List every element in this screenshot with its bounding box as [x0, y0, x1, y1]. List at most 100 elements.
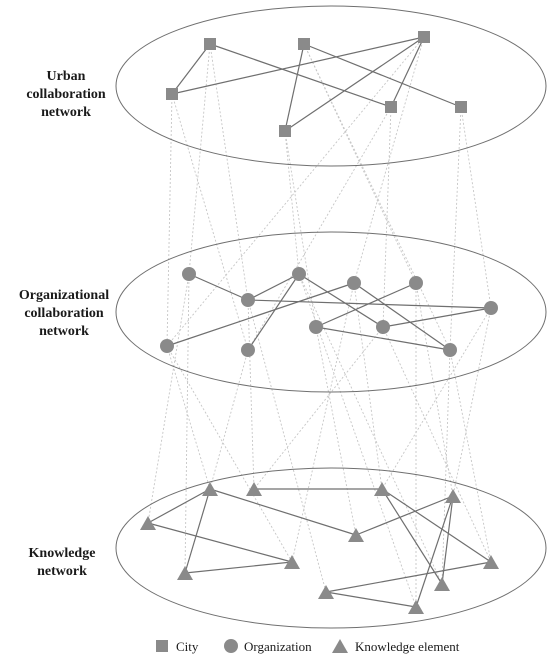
network-nodes: [140, 31, 499, 614]
urban-label-line-1: Urban: [47, 69, 86, 84]
inter-layer-link: [247, 299, 255, 490]
knowledge-element-node: [374, 482, 390, 496]
knowledge-element-node: [246, 482, 262, 496]
knowledge-element-node: [445, 489, 461, 503]
inter-layer-link: [188, 43, 211, 275]
inter-layer-link: [247, 106, 392, 351]
city-node: [298, 38, 310, 50]
legend: City Organization Knowledge element: [156, 639, 460, 654]
legend-city-label: City: [176, 639, 199, 654]
legend-organization-label: Organization: [244, 639, 312, 654]
organization-node: [409, 276, 423, 290]
knowledge-element-node: [434, 577, 450, 591]
city-link: [390, 36, 425, 108]
knowledge-element-node: [140, 516, 156, 530]
organization-node: [292, 267, 306, 281]
city-node: [385, 101, 397, 113]
city-link: [284, 36, 425, 132]
urban-label-line-3: network: [41, 105, 91, 120]
inter-layer-link: [449, 106, 462, 351]
organization-node: [160, 339, 174, 353]
knowledge-link: [381, 488, 443, 585]
inter-layer-link: [166, 345, 211, 490]
inter-layer-link: [298, 273, 417, 608]
knowledge-layer-ellipse: [115, 467, 547, 629]
inter-layer-link: [166, 36, 425, 347]
inter-layer-link: [209, 349, 249, 490]
city-node: [204, 38, 216, 50]
knowledge-element-node: [202, 482, 218, 496]
inter-layer-link: [284, 130, 317, 328]
city-link: [171, 43, 211, 95]
knowledge-element-node: [318, 585, 334, 599]
inter-layer-link: [382, 326, 492, 563]
city-node: [166, 88, 178, 100]
organization-link: [188, 273, 249, 301]
knowledge-link: [381, 488, 492, 563]
knowledge-link: [209, 488, 357, 536]
inter-layer-link: [284, 130, 300, 275]
city-link: [303, 43, 462, 108]
legend-knowledge-triangle-icon: [332, 639, 348, 653]
legend-knowledge-element-label: Knowledge element: [355, 639, 460, 654]
inter-layer-link: [303, 43, 451, 351]
knowledge-layer-label: Knowledge network: [29, 546, 96, 579]
inter-layer-link: [147, 273, 190, 524]
organization-link: [247, 273, 300, 301]
inter-layer-link: [291, 282, 355, 563]
urban-layer-label: Urban collaboration network: [26, 69, 106, 120]
organization-node: [241, 343, 255, 357]
urban-layer-ellipse: [115, 5, 547, 167]
inter-layer-link: [353, 36, 425, 284]
organization-link: [382, 307, 492, 328]
knowledge-label-line-2: network: [37, 564, 87, 579]
organizational-label-line-3: network: [39, 324, 89, 339]
organization-link: [315, 282, 417, 328]
knowledge-element-node: [284, 555, 300, 569]
intra-layer-links: [147, 36, 492, 608]
legend-organization-circle-icon: [224, 639, 238, 653]
knowledge-link: [325, 561, 492, 593]
organizational-layer-ellipse: [115, 231, 547, 393]
inter-layer-link: [460, 106, 492, 309]
organizational-label-line-2: collaboration: [24, 306, 104, 321]
organizational-layer-label: Organizational collaboration network: [19, 288, 109, 339]
knowledge-element-node: [408, 600, 424, 614]
city-node: [455, 101, 467, 113]
inter-layer-link: [184, 273, 190, 574]
inter-layer-link: [382, 106, 392, 328]
organization-link: [353, 282, 451, 351]
knowledge-link: [184, 488, 211, 574]
knowledge-link: [325, 591, 417, 608]
urban-label-line-2: collaboration: [26, 87, 106, 102]
knowledge-element-node: [177, 566, 193, 580]
knowledge-element-node: [348, 528, 364, 542]
knowledge-link: [355, 495, 454, 536]
inter-layer-link: [381, 307, 492, 490]
organization-node: [309, 320, 323, 334]
knowledge-link: [147, 488, 211, 524]
inter-layer-links: [147, 36, 492, 608]
inter-layer-link: [171, 93, 249, 351]
inter-layer-link: [415, 282, 454, 497]
knowledge-link: [441, 495, 454, 585]
inter-layer-link: [452, 307, 492, 497]
organization-node: [347, 276, 361, 290]
city-link: [209, 43, 392, 108]
organization-node: [241, 293, 255, 307]
city-link: [284, 43, 305, 132]
inter-layer-link: [166, 93, 173, 347]
organization-node: [443, 343, 457, 357]
city-link: [171, 36, 425, 95]
legend-city-square-icon: [156, 640, 168, 652]
organization-link: [298, 273, 384, 328]
organizational-label-line-1: Organizational: [19, 288, 109, 303]
knowledge-link: [184, 561, 293, 574]
organization-link: [315, 326, 451, 351]
knowledge-link: [415, 495, 454, 608]
inter-layer-link: [253, 326, 384, 490]
organization-link: [247, 273, 300, 351]
inter-layer-link: [441, 349, 451, 585]
knowledge-link: [147, 522, 293, 563]
organization-node: [376, 320, 390, 334]
